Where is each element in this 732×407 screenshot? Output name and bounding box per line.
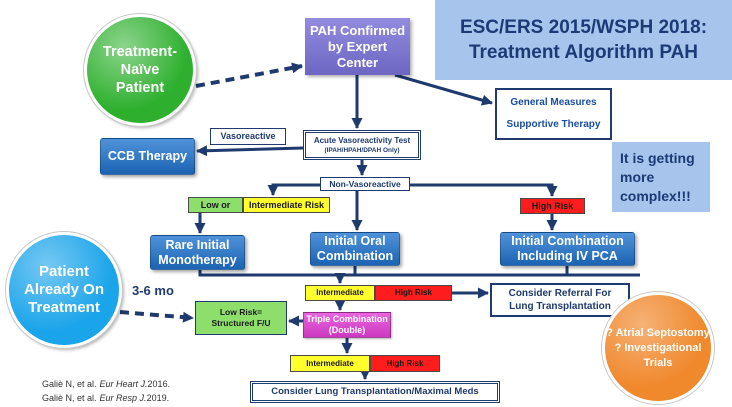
low-or-risk-text: Low or [200,199,231,210]
high-risk-badge: High Risk [520,198,585,214]
vasoreactivity-test-line-1: Acute Vasoreactivity Test [313,135,411,145]
triple-combination-line-2: (Double) [328,325,366,335]
page-title-line-1: ESC/ERS 2015/WSPH 2018: [459,17,708,38]
low-risk-followup-box: Low Risk= Structured F/U [195,301,287,335]
high-risk-text: High Risk [531,200,574,211]
page-title-line-2: Treatment Algorithm PAH [468,42,699,63]
low-risk-line-1: Low Risk= [219,307,263,317]
referral-line-1: Consider Referral For [508,288,612,299]
reference-1-year: 2016. [147,379,171,389]
triple-combination-line-1: Triple Combination [306,314,388,324]
vasoreactivity-test-line-2: (IPAH/HPAH/DPAH Only) [324,146,400,154]
second-intermediate-text: Intermediate [306,358,354,368]
rare-monotherapy-line-1: Rare Initial [165,237,230,252]
ccb-therapy-box: CCB Therapy [100,138,195,175]
general-measures-box: General Measures Supportive Therapy [495,88,612,140]
rare-monotherapy-line-2: Monotherapy [158,252,237,267]
branch-to-high-risk [410,183,558,197]
oral-combination-line-1: Initial Oral [324,234,386,248]
complexity-note-line-2: more [620,168,655,185]
already-on-treatment-line-3: Treatment [28,299,100,316]
reference-1-journal: Eur Heart J. [99,379,148,389]
reference-2-year: 2019. [146,393,170,403]
reference-1-author: Galiè N, et al. [42,379,97,389]
arrow-already-treated-to-low-risk [119,310,194,323]
complexity-note-line-1: It is getting [620,149,695,166]
intermediate-risk-badge: Intermediate Risk [243,197,330,213]
followup-interval-label: 3-6 mo [132,283,174,298]
already-on-treatment-line-2: Already On [23,281,105,298]
intermediate-risk-text: Intermediate Risk [248,199,325,210]
references: Galiè N, et al.Eur Heart J.2016. Galiè N… [42,377,170,405]
reference-2-journal: Eur Resp J. [99,393,147,403]
treatment-naive-line-2: Naïve [120,62,160,78]
pah-confirmed-box: PAH Confirmed by Expert Center [305,18,410,75]
low-risk-line-2: Structured F/U [211,318,271,328]
pah-confirmed-line-2: by Expert [327,38,388,54]
arrow-expert-center-to-general-measures [394,73,493,106]
arrow-naive-to-expert-center [195,62,303,88]
iv-combination-box: Initial Combination Including IV PCA [500,232,635,266]
oral-combination-box: Initial Oral Combination [310,232,400,266]
general-measures-line-1: General Measures [510,97,597,108]
triple-combination-box: Triple Combination (Double) [303,312,391,338]
lung-transplant-box: Consider Lung Transplantation/Maximal Me… [250,381,500,403]
referral-line-2: Lung Transplantation [509,301,611,312]
followup-high-risk-badge: High Risk [375,285,452,301]
already-on-treatment-line-1: Patient [38,263,89,280]
followup-intermediate-badge: Intermediate [305,285,375,301]
low-or-risk-badge: Low or [188,197,243,213]
iv-combination-line-2: Including IV PCA [517,249,618,263]
non-vasoreactive-label-text: Non-Vasoreactive [329,178,401,189]
already-on-treatment-node: Patient Already On Treatment [6,232,122,348]
complexity-note-line-3: complex!!! [620,187,691,204]
reference-1: Galiè N, et al.Eur Heart J.2016. [42,377,170,391]
treatment-naive-line-1: Treatment- [102,44,178,60]
reference-2: Galiè N, et al.Eur Resp J.2019. [42,391,170,405]
non-vasoreactive-label: Non-Vasoreactive [320,177,410,191]
vasoreactive-label-text: Vasoreactive [220,131,276,141]
lung-transplant-text: Consider Lung Transplantation/Maximal Me… [271,386,479,398]
ccb-therapy-text: CCB Therapy [107,149,188,163]
iv-combination-line-1: Initial Combination [511,234,624,248]
followup-intermediate-text: Intermediate [316,288,364,297]
pah-confirmed-line-1: PAH Confirmed [309,22,406,38]
arrow-vasoreactivity-test-to-ccb [196,145,304,157]
treatment-naive-line-3: Patient [115,80,165,96]
vasoreactive-label: Vasoreactive [210,128,286,145]
pah-confirmed-line-3: Center [336,54,379,70]
page-title: ESC/ERS 2015/WSPH 2018: Treatment Algori… [435,0,732,80]
oral-combination-line-2: Combination [316,249,394,263]
rare-monotherapy-box: Rare Initial Monotherapy [150,235,245,270]
vasoreactivity-test-box: Acute Vasoreactivity Test (IPAH/HPAH/DPA… [303,130,421,160]
advanced-options-line-1: ? Atrial Septostomy [606,326,710,339]
treatment-naive-patient-node: Treatment- Naïve Patient [84,14,196,126]
advanced-options-line-2: ? Investigational [614,341,702,354]
branch-to-low-intermediate-risk [267,183,320,196]
complexity-note: It is getting more complex!!! [612,142,710,212]
reference-2-author: Galiè N, et al. [42,393,97,403]
outcome-bus-line [198,270,640,277]
advanced-options-node: ? Atrial Septostomy ? Investigational Tr… [602,292,714,404]
general-measures-line-2: Supportive Therapy [506,119,601,130]
second-intermediate-badge: Intermediate [290,355,370,372]
referral-box: Consider Referral For Lung Transplantati… [490,283,630,317]
followup-high-risk-text: High Risk [395,288,432,297]
second-high-risk-text: High Risk [386,358,424,368]
advanced-options-line-3: Trials [643,356,673,369]
second-high-risk-badge: High Risk [370,355,440,372]
